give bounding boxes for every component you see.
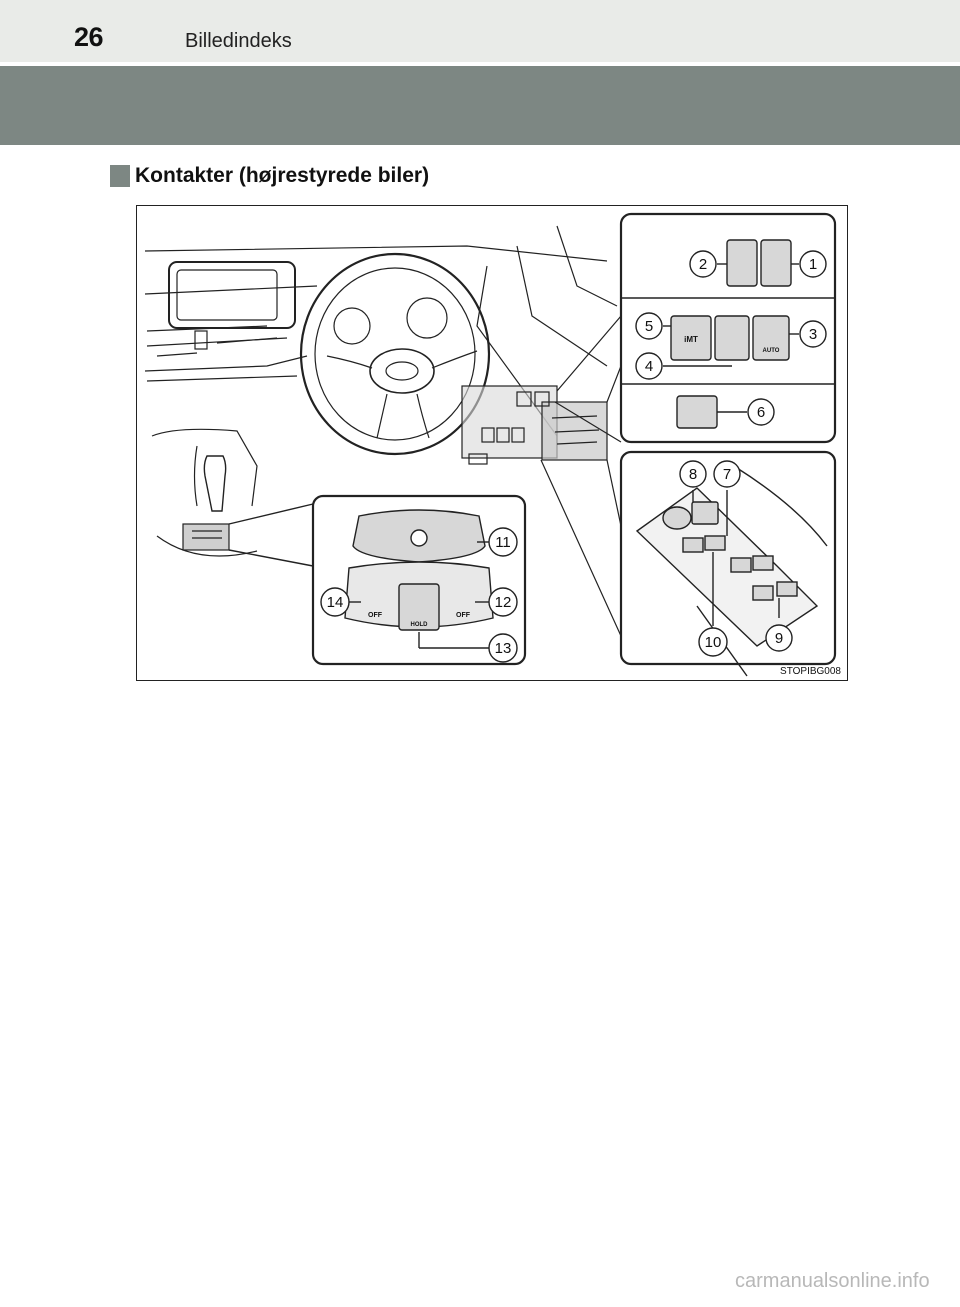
- page-number: 26: [74, 22, 104, 52]
- callout-2: 2: [699, 256, 707, 273]
- callout-8: 8: [689, 466, 697, 483]
- callout-9: 9: [775, 630, 783, 647]
- auto-label: AUTO: [763, 348, 780, 354]
- off-label-right: OFF: [456, 612, 471, 619]
- callout-5: 5: [645, 318, 653, 335]
- watermark: carmanualsonline.info: [735, 1270, 930, 1292]
- callout-layer: 1 2 3 4 5 6 7 8 9 10 11 12 13 1: [320, 250, 827, 663]
- header-band: [0, 66, 960, 145]
- switch-text-layer: iMT AUTO OFF HOLD OFF: [368, 335, 780, 628]
- callout-13: 13: [495, 640, 512, 657]
- callout-10: 10: [705, 634, 722, 651]
- callout-7: 7: [723, 466, 731, 483]
- callout-3: 3: [809, 326, 817, 343]
- callout-14: 14: [327, 594, 344, 611]
- off-label-left: OFF: [368, 612, 383, 619]
- section-heading: Kontakter (højrestyrede biler): [110, 163, 429, 189]
- switch-illustration: iMT AUTO OFF HOLD OFF 1 2 3 4 5 6 7 8 9: [136, 205, 848, 681]
- section-marker: [110, 165, 130, 187]
- page-header-title: Billedindeks: [185, 30, 292, 52]
- callout-11: 11: [495, 534, 511, 551]
- hold-label: HOLD: [411, 622, 429, 628]
- dashboard-drawing: [144, 212, 837, 677]
- page-header: 26 Billedindeks: [0, 0, 960, 62]
- callout-4: 4: [645, 358, 653, 375]
- figure-id: STOPIBG008: [780, 666, 841, 677]
- callout-1: 1: [809, 256, 817, 273]
- callout-12: 12: [495, 594, 512, 611]
- callout-6: 6: [757, 404, 765, 421]
- section-title: Kontakter (højrestyrede biler): [135, 164, 430, 187]
- imt-label: iMT: [684, 335, 698, 344]
